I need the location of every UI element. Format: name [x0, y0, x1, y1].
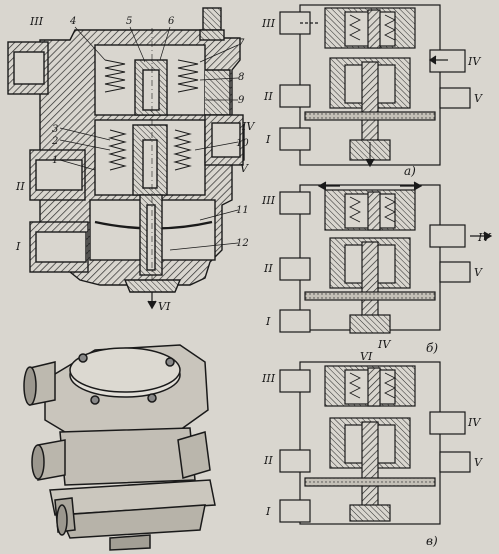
diagram-a-caption: а) — [404, 164, 416, 178]
diagram-b-port-label: V — [474, 266, 483, 279]
diagram-b-caption: б) — [426, 341, 438, 355]
middle-springs — [108, 129, 192, 171]
callout-number: 6 — [168, 16, 175, 27]
diagram-b-bottom-label: IV — [377, 338, 391, 351]
diagram-c-caption: в) — [426, 534, 438, 548]
callout-number: 7 — [238, 38, 245, 49]
callout-number: 4 — [69, 16, 76, 27]
diagram-b-port-label: II — [263, 262, 273, 275]
section-port-label: I — [15, 240, 21, 253]
diagram-c-port-label: V — [474, 456, 483, 469]
callout-number: 3 — [52, 124, 58, 135]
callout-number: 11 — [236, 205, 249, 216]
callout-number: 2 — [51, 136, 58, 147]
section-port-label: II — [15, 180, 25, 193]
diagram-c-port-label: IV — [467, 416, 481, 429]
upper-springs — [104, 59, 199, 93]
cross-section-view — [7, 7, 245, 310]
diagram-c-port-label: III — [261, 372, 276, 385]
callout-number: 12 — [236, 238, 249, 249]
callout-number: 5 — [126, 16, 132, 27]
section-port-label: VI — [158, 300, 171, 313]
section-port-label: IV — [241, 120, 255, 133]
section-port-label: III — [29, 15, 44, 28]
callout-number: 10 — [236, 138, 249, 149]
diagram-a-port-label: IV — [467, 55, 481, 68]
diagram-b-port-label: IV — [477, 231, 491, 244]
callout-number: 8 — [238, 72, 244, 83]
diagram-a-port-label: I — [265, 133, 271, 146]
exhaust-cap — [123, 279, 182, 293]
diagram-c-port-label: II — [263, 454, 273, 467]
diagram-c-port-label: I — [265, 505, 271, 518]
callout-number: 9 — [238, 95, 245, 106]
schematic-a — [279, 4, 471, 168]
diagram-b-port-label: III — [261, 194, 276, 207]
diagram-b-port-label: I — [265, 315, 271, 328]
schematic-b — [279, 181, 493, 334]
diagram-a-port-label: V — [474, 92, 483, 105]
schematic-c — [279, 361, 471, 525]
callout-number: 1 — [52, 155, 58, 166]
diagram-a-port-label: III — [261, 17, 276, 30]
section-port-label: V — [240, 162, 249, 175]
section-view-labels: III II I IV V VI 4 5 6 7 8 9 3 2 1 10 11… — [15, 15, 255, 313]
top-fitting — [202, 7, 222, 31]
isometric-view — [23, 344, 216, 551]
diagram-a-port-label: II — [263, 90, 273, 103]
diagram-c-bottom-label: VI — [360, 350, 373, 363]
